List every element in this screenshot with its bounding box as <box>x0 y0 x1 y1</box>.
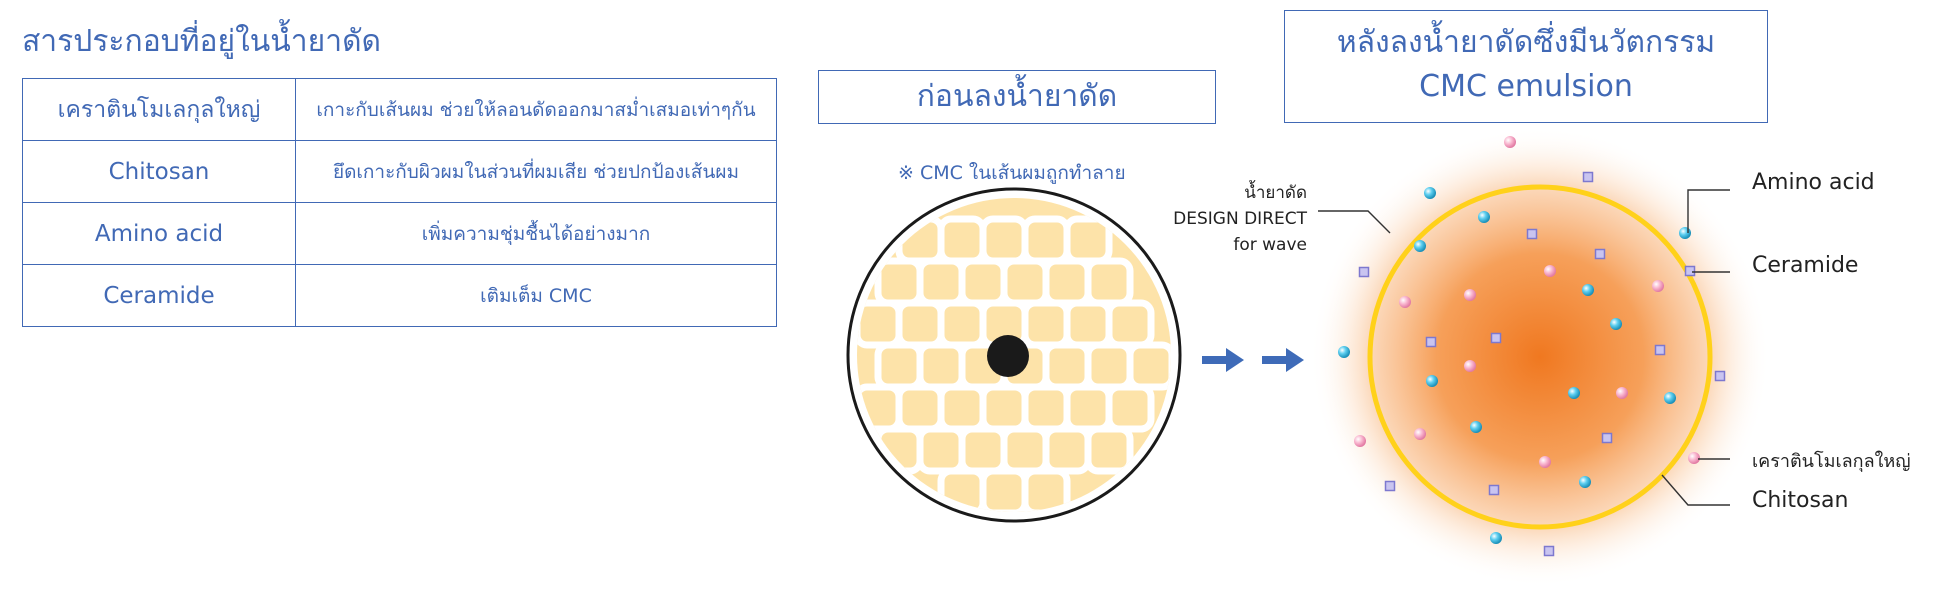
ingredients-table: เคราตินโมเลกุลใหญ่ เกาะกับเส้นผม ช่วยให้… <box>22 78 777 327</box>
keratin-particle <box>1539 456 1551 468</box>
amino-acid-particle <box>1338 346 1350 358</box>
product-label-line2: DESIGN DIRECT <box>1173 209 1307 229</box>
cortex-cell <box>1021 467 1071 512</box>
keratin-particle <box>1652 280 1664 292</box>
before-title: ก่อนลงน้ำยาดัด <box>916 79 1118 114</box>
ingredient-name: เคราตินโมเลกุลใหญ่ <box>22 78 296 141</box>
ceramide-particle <box>1543 545 1555 557</box>
keratin-particle <box>1504 136 1516 148</box>
keratin-particle <box>1399 296 1411 308</box>
before-title-box: ก่อนลงน้ำยาดัด <box>818 70 1216 124</box>
amino-acid-particle <box>1568 387 1580 399</box>
ceramide-particle <box>1594 248 1606 260</box>
ceramide-particle <box>1526 228 1538 240</box>
cortex-cell <box>1105 299 1155 349</box>
amino-acid-particle <box>1490 532 1502 544</box>
ceramide-particle <box>1490 332 1502 344</box>
ceramide-particle <box>1425 336 1437 348</box>
hair-outline-ring <box>1367 184 1713 530</box>
keratin-particle <box>1354 435 1366 447</box>
orange-glow <box>1310 127 1770 587</box>
amino-acid-particle <box>1470 421 1482 433</box>
keratin-particle <box>1464 289 1476 301</box>
amino-acid-particle <box>1582 284 1594 296</box>
page-title: สารประกอบที่อยู่ในน้ำยาดัด <box>22 24 382 59</box>
amino-acid-particle <box>1414 240 1426 252</box>
amino-acid-particle <box>1424 187 1436 199</box>
medulla-core <box>987 335 1029 377</box>
after-hair-cross-section <box>1310 127 1770 587</box>
ceramide-particle <box>1601 432 1613 444</box>
amino-acid-particle <box>1426 375 1438 387</box>
ceramide-particle <box>1384 480 1396 492</box>
legend-ceramide: Ceramide <box>1752 253 1859 278</box>
keratin-particle <box>1464 360 1476 372</box>
cortex-cell <box>1063 215 1113 265</box>
before-note: ※ CMC ในเส้นผมถูกทำลาย <box>898 162 1126 184</box>
ceramide-particle <box>1654 344 1666 356</box>
ingredient-desc: เติมเต็ม CMC <box>295 264 777 327</box>
product-label-line3: for wave <box>1233 235 1307 255</box>
keratin-particle <box>1688 452 1700 464</box>
keratin-particle <box>1544 265 1556 277</box>
legend-keratin: เคราตินโมเลกุลใหญ่ <box>1752 451 1911 472</box>
ceramide-particle <box>1488 484 1500 496</box>
ceramide-particle <box>1684 265 1696 277</box>
amino-acid-particle <box>1579 476 1591 488</box>
ceramide-particle <box>1582 171 1594 183</box>
arrow-right-icon <box>1262 348 1304 372</box>
legend-amino-acid: Amino acid <box>1752 170 1875 195</box>
legend-chitosan: Chitosan <box>1752 488 1849 513</box>
ceramide-particle <box>1358 266 1370 278</box>
after-title-line1: หลังลงน้ำยาดัดซึ่งมีนวัตกรรม <box>1336 25 1716 60</box>
cortex-cell <box>1105 383 1155 433</box>
product-label: น้ำยาดัด DESIGN DIRECT for wave <box>1173 180 1307 258</box>
amino-acid-particle <box>1679 227 1691 239</box>
before-hair-cross-section <box>846 187 1182 523</box>
product-label-line1: น้ำยาดัด <box>1244 183 1307 203</box>
amino-acid-particle <box>1478 211 1490 223</box>
after-title-line2: CMC emulsion <box>1419 69 1633 104</box>
ceramide-particle <box>1714 370 1726 382</box>
ingredient-name: Chitosan <box>22 140 296 203</box>
particles <box>1338 136 1726 557</box>
cortex-cell <box>1126 341 1171 391</box>
amino-acid-particle <box>1610 318 1622 330</box>
table-row: Ceramide เติมเต็ม CMC <box>22 264 777 327</box>
cortex-cell <box>1084 425 1134 475</box>
amino-acid-particle <box>1664 392 1676 404</box>
arrows <box>1202 348 1304 372</box>
keratin-particle <box>1616 387 1628 399</box>
after-title-box: หลังลงน้ำยาดัดซึ่งมีนวัตกรรม CMC emulsio… <box>1284 10 1768 123</box>
keratin-particle <box>1414 428 1426 440</box>
arrow-right-icon <box>1202 348 1244 372</box>
cortex-cell <box>1084 257 1134 307</box>
ingredient-name: Ceramide <box>22 264 296 327</box>
leader-lines <box>1318 189 1730 506</box>
